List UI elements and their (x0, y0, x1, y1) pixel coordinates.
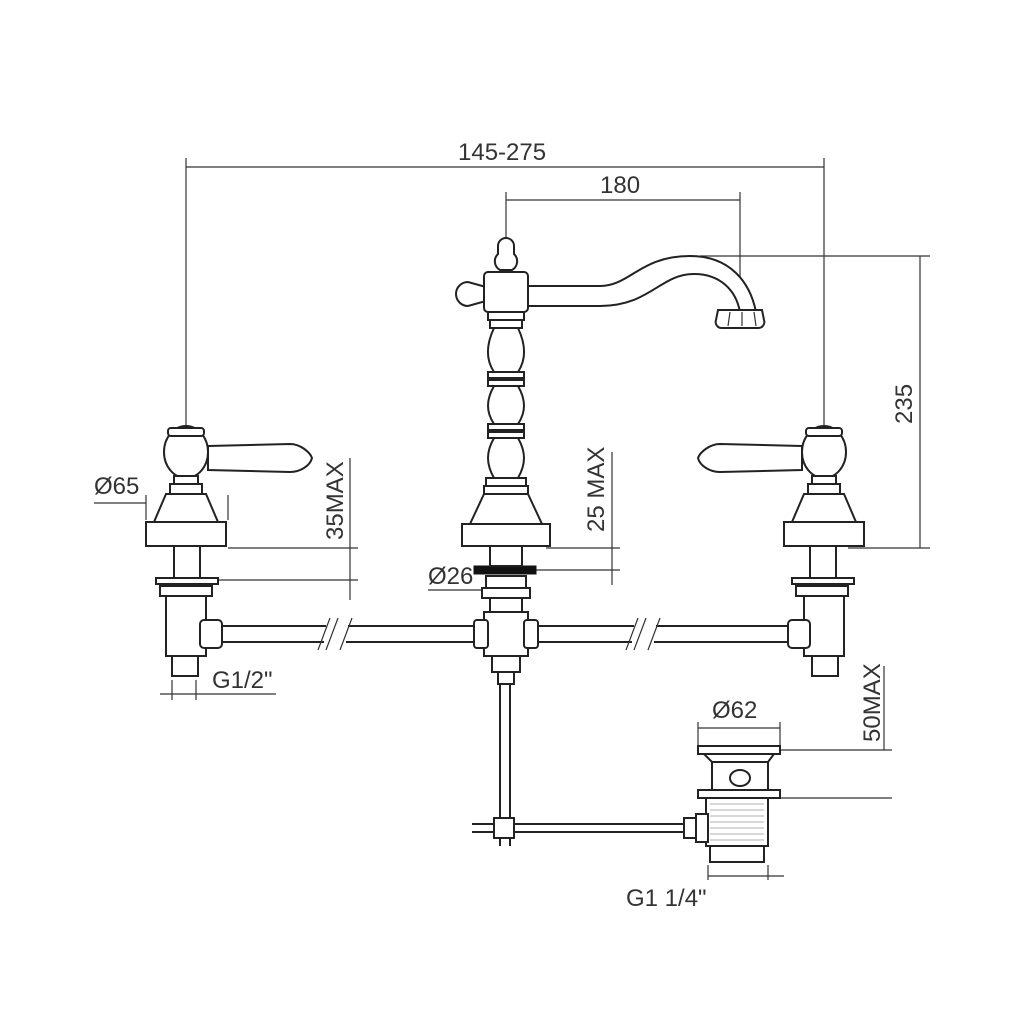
right-handle-valve (696, 425, 865, 677)
left-handle-valve (145, 425, 314, 677)
pop-up-waste (683, 745, 781, 863)
waste-thread-label: G1 1/4" (626, 885, 707, 912)
handle-diameter-label: Ø65 (94, 473, 139, 500)
thickness-center-label: 25 MAX (583, 447, 610, 532)
waste-diameter-label: Ø62 (712, 697, 757, 724)
spout-reach-label: 180 (600, 172, 640, 199)
center-spout (455, 237, 766, 685)
dimension-lines (94, 158, 930, 880)
connecting-hoses (222, 617, 788, 651)
thickness-left-label: 35MAX (322, 461, 349, 540)
waste-thickness-label: 50MAX (859, 663, 886, 742)
height-label: 235 (891, 384, 918, 424)
overall-width-label: 145-275 (458, 139, 546, 166)
thread-tap-label: G1/2" (212, 667, 273, 694)
pop-up-rod (472, 684, 684, 846)
spout-base-diameter-label: Ø26 (428, 563, 473, 590)
